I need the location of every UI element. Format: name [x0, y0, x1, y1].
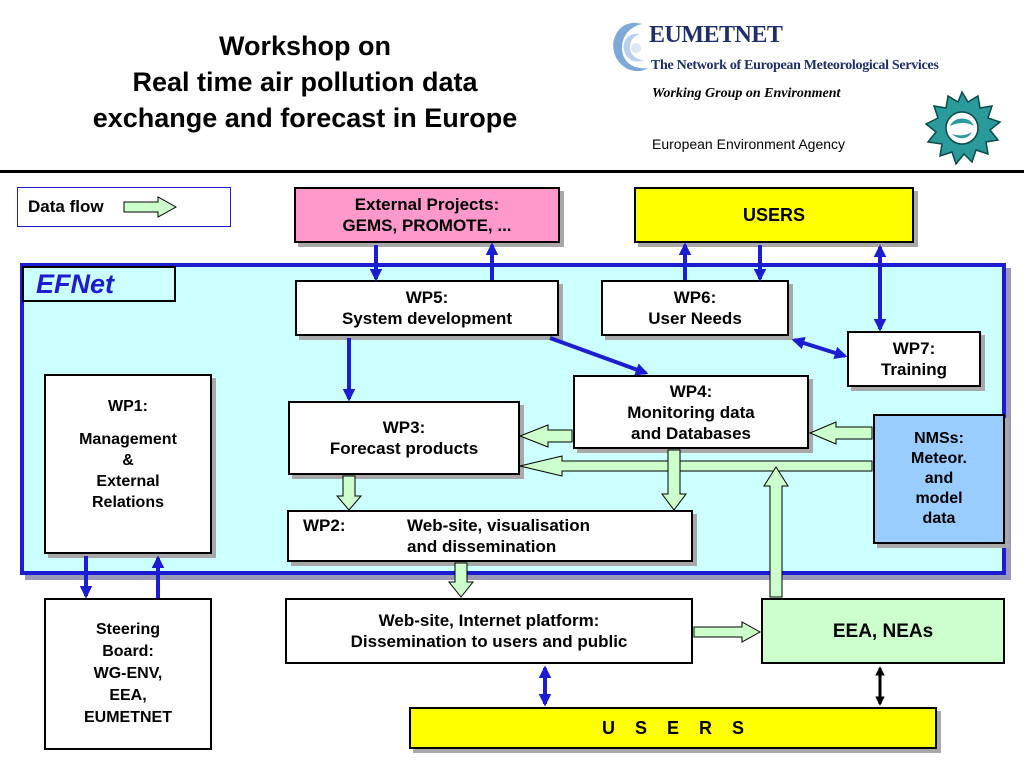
- wp3-line-2: Forecast products: [329, 439, 479, 458]
- flow-eea-to-nms-line: [763, 466, 789, 598]
- agency-label: European Environment Agency: [652, 136, 846, 152]
- users-bottom-box: U S E R S: [409, 707, 937, 749]
- wp4-line-2: Monitoring data: [627, 402, 755, 422]
- wp4-box: WP4: Monitoring data and Databases: [573, 375, 809, 449]
- users-top-label: USERS: [742, 204, 805, 225]
- flow-wp2-to-website: [447, 562, 475, 598]
- flow-wp4-to-wp2: [661, 449, 687, 511]
- nms-box: NMSs: Meteor. and model data: [873, 414, 1005, 544]
- steering-line-5: EUMETNET: [84, 709, 172, 726]
- wp7-line-1: WP7:: [892, 339, 936, 358]
- website-line-2: Dissemination to users and public: [350, 632, 628, 651]
- steering-line-4: EEA,: [109, 687, 147, 704]
- legend-label: Data flow: [28, 197, 104, 216]
- wp7-box: WP7: Training: [847, 331, 981, 387]
- wp2-row-2: and dissemination: [303, 536, 556, 557]
- wp1-line-5: Relations: [91, 494, 164, 511]
- eea-neas-box: EEA, NEAs: [761, 598, 1005, 664]
- wp7-line-2: Training: [880, 360, 948, 379]
- logo-subtitle: The Network of European Meteorological S…: [651, 58, 939, 73]
- title-line-3: exchange and forecast in Europe: [92, 103, 518, 133]
- nms-line-1: NMSs:: [914, 430, 964, 447]
- external-projects-line-2: GEMS, PROMOTE, ...: [342, 216, 512, 235]
- flow-website-to-eea: [693, 621, 762, 643]
- flow-wp3-to-wp2: [335, 475, 363, 511]
- users-top-box: USERS: [634, 187, 914, 243]
- wp1-line-2: Management: [79, 431, 177, 448]
- wp1-line-3: &: [122, 452, 134, 469]
- efnet-label: EFNet: [22, 266, 176, 302]
- header-divider: [0, 170, 1024, 173]
- flow-nms-to-wp4: [808, 421, 873, 445]
- wp6-box: WP6: User Needs: [601, 280, 789, 336]
- wp5-line-1: WP5:: [405, 288, 449, 307]
- website-line-1: Web-site, Internet platform:: [378, 611, 600, 630]
- wp6-line-2: User Needs: [648, 309, 742, 328]
- wp6-line-1: WP6:: [673, 288, 717, 307]
- page-title: Workshop on Real time air pollution data…: [10, 28, 600, 136]
- wp2-box: WP2: Web-site, visualisation and dissemi…: [287, 510, 693, 562]
- wp3-line-1: WP3:: [382, 418, 426, 437]
- nms-line-5: data: [922, 510, 956, 527]
- nms-line-2: Meteor.: [910, 450, 967, 467]
- title-line-1: Workshop on: [219, 31, 391, 61]
- legend: Data flow: [17, 187, 231, 227]
- arrow-wp6-wp7: [791, 336, 848, 360]
- nms-line-3: and: [924, 470, 954, 487]
- flow-nms-to-wp3: [519, 455, 873, 477]
- steering-line-3: WG-ENV,: [93, 665, 163, 682]
- wp5-line-2: System development: [341, 309, 513, 328]
- nms-line-4: model: [915, 490, 963, 507]
- wp4-line-3: and Databases: [631, 423, 751, 443]
- steering-line-2: Board:: [102, 643, 154, 660]
- logo-name: EUMETNET: [649, 22, 783, 48]
- title-line-2: Real time air pollution data: [132, 67, 478, 97]
- wp1-line-4: External: [96, 473, 160, 490]
- working-group-label: Working Group on Environment: [652, 86, 841, 101]
- wp1-line-1: WP1:: [108, 398, 148, 415]
- external-projects-line-1: External Projects:: [354, 195, 500, 214]
- steering-board-box: Steering Board: WG-ENV, EEA, EUMETNET: [44, 598, 212, 750]
- flow-wp4-to-wp3: [518, 424, 573, 448]
- eea-neas-label: EEA, NEAs: [832, 620, 934, 642]
- arrow-wp5-to-wp4: [549, 336, 649, 376]
- wp3-box: WP3: Forecast products: [288, 401, 520, 475]
- eumetnet-swirl-icon: [613, 22, 648, 72]
- website-platform-box: Web-site, Internet platform: Disseminati…: [285, 598, 693, 664]
- external-projects-box: External Projects: GEMS, PROMOTE, ...: [294, 187, 560, 243]
- gear-icon: [924, 90, 1002, 166]
- hollow-arrow-icon: [123, 196, 177, 218]
- wp5-box: WP5: System development: [295, 280, 559, 336]
- wp2-code: WP2:: [303, 516, 346, 535]
- users-bottom-label: U S E R S: [601, 717, 745, 738]
- wp2-row-1: WP2: Web-site, visualisation: [303, 515, 590, 536]
- wp2-line-1: Web-site, visualisation: [407, 516, 590, 535]
- wp4-line-1: WP4:: [669, 381, 713, 401]
- wp2-line-2: and dissemination: [407, 537, 557, 556]
- wp1-box: WP1: Management & External Relations: [44, 374, 212, 554]
- steering-line-1: Steering: [95, 621, 160, 638]
